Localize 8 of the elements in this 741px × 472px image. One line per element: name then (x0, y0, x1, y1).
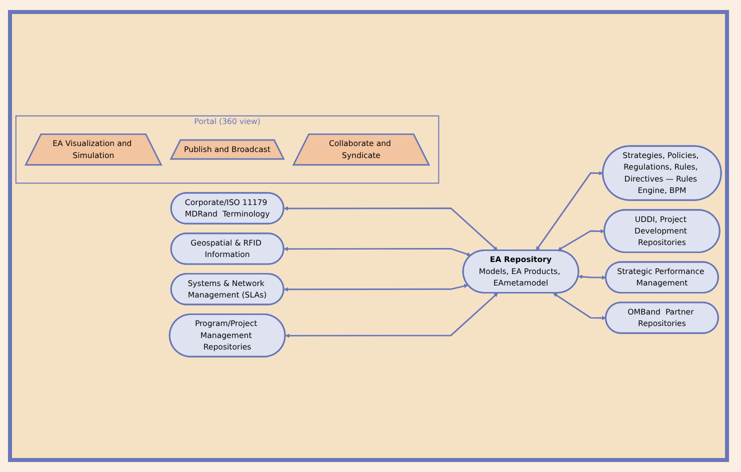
arrow (284, 206, 498, 250)
arrow (552, 292, 606, 320)
arrow (284, 246, 472, 256)
arrow (285, 292, 498, 338)
arrow (558, 228, 605, 250)
arrow (536, 170, 604, 250)
arrow (578, 274, 606, 280)
arrow (284, 284, 468, 292)
